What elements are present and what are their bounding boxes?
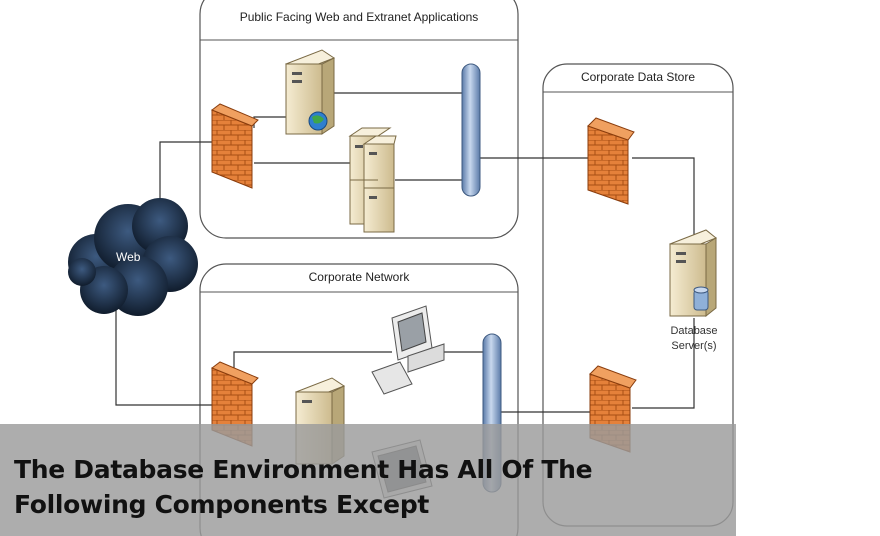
cloud-label: Web xyxy=(116,250,141,264)
connection-lines xyxy=(115,92,695,413)
app-server-cluster-icon xyxy=(348,127,397,233)
database-label-line1: Database xyxy=(670,325,718,337)
database-server-icon xyxy=(669,229,717,318)
datastore-zone-title: Corporate Data Store xyxy=(580,70,696,84)
database-label: Database Server(s) xyxy=(656,324,732,354)
network-zone-box xyxy=(199,263,519,536)
network-zone-title: Corporate Network xyxy=(308,270,410,284)
workstation-icon xyxy=(371,305,445,395)
web-cloud-icon xyxy=(68,198,198,316)
public-bus xyxy=(461,63,481,197)
caption-title: The Database Environment Has All Of The … xyxy=(14,455,593,519)
caption-bar xyxy=(0,424,736,536)
firewall-public xyxy=(210,103,259,189)
public-zone-box xyxy=(199,0,519,239)
web-server-icon xyxy=(284,49,336,135)
public-zone-title: Public Facing Web and Extranet Applicati… xyxy=(239,10,479,24)
firewall-datastore-top xyxy=(587,117,635,205)
database-label-line2: Server(s) xyxy=(671,340,717,352)
